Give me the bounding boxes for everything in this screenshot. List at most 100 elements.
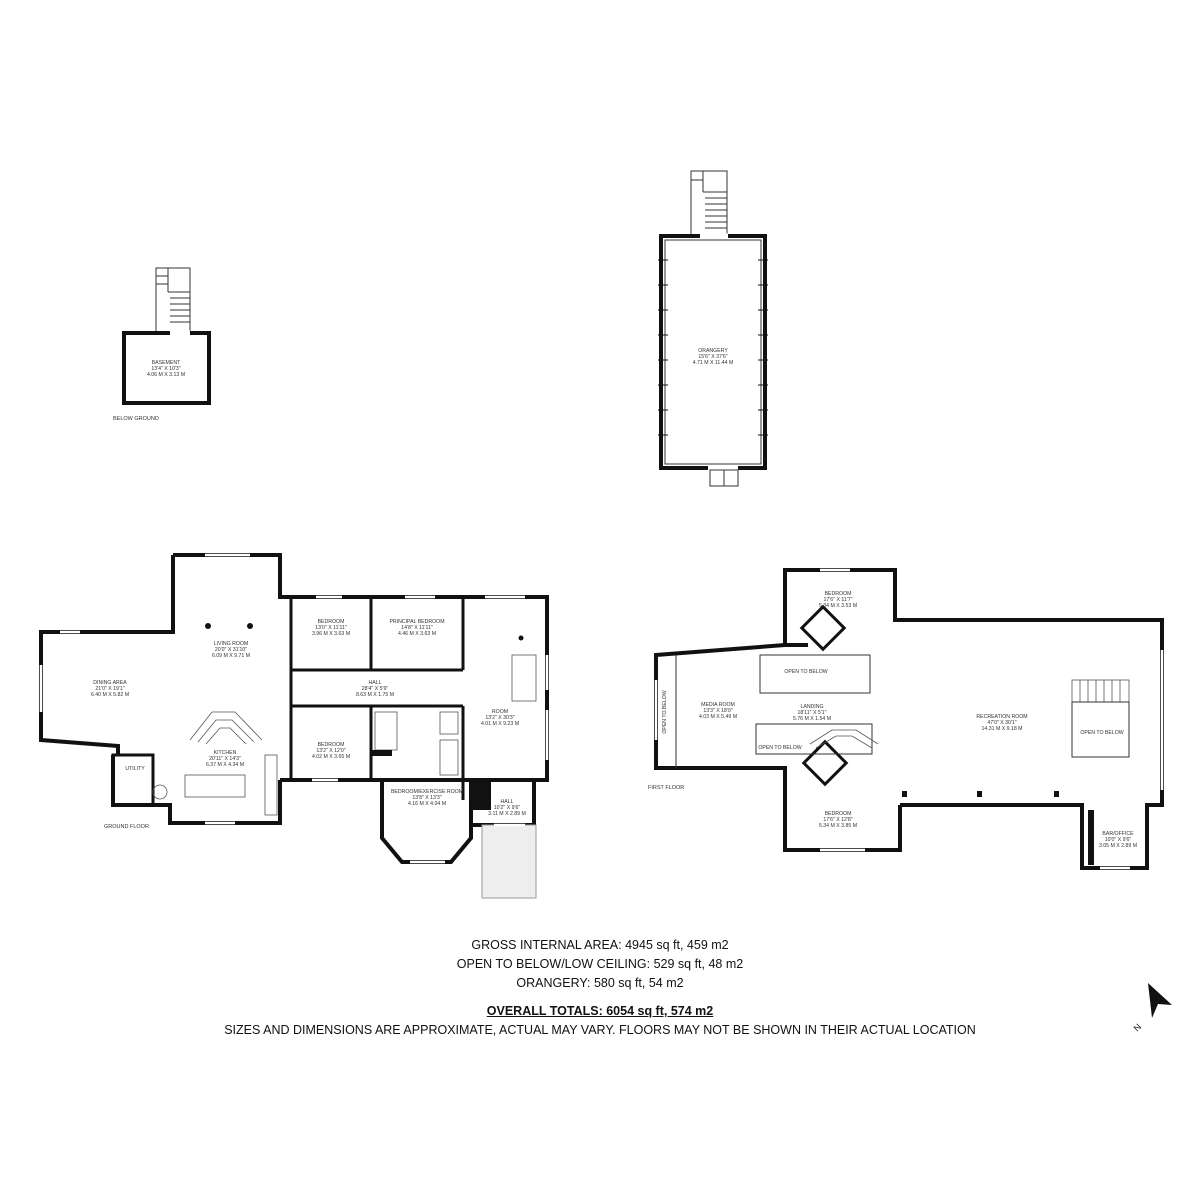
ff-bedroom-2-metric: 5.34 M X 3.85 M	[819, 823, 857, 829]
svg-text:4.16 M X 4.04 M: 4.16 M X 4.04 M	[408, 801, 446, 807]
kitchen-name: KITCHEN	[214, 750, 237, 756]
dining-area-imperial: 21'0" X 19'1"	[95, 686, 124, 692]
hall-2-metric: 3.11 M X 2.89 M	[488, 811, 526, 817]
bath-icon	[374, 711, 398, 751]
svg-text:BEDROOM: BEDROOM	[825, 811, 852, 817]
svg-text:3.96 M X 3.63 M: 3.96 M X 3.63 M	[312, 631, 350, 637]
svg-text:17'6" X 11'7": 17'6" X 11'7"	[824, 597, 853, 603]
svg-text:HALL: HALL	[501, 799, 514, 805]
svg-text:KITCHEN: KITCHEN	[214, 750, 237, 756]
compass-label: N	[1132, 1022, 1144, 1034]
svg-text:18'11" X 5'1": 18'11" X 5'1"	[798, 710, 827, 716]
svg-text:8.63 M X 1.75 M: 8.63 M X 1.75 M	[356, 692, 394, 698]
room-metric: 4.01 M X 9.23 M	[481, 721, 519, 727]
hall-imperial: 28'4" X 5'9"	[362, 686, 389, 692]
hall-metric: 8.63 M X 1.75 M	[356, 692, 394, 698]
orangery-metric: 4.71 M X 11.44 M	[693, 360, 734, 366]
svg-text:20'11" X 14'3": 20'11" X 14'3"	[209, 756, 241, 762]
svg-text:13'4" X 10'3": 13'4" X 10'3"	[151, 366, 180, 372]
svg-text:6.09 M X 9.71 M: 6.09 M X 9.71 M	[212, 653, 250, 659]
bar-office-imperial: 10'0" X 9'6"	[1105, 837, 1132, 843]
open-to-below-3: OPEN TO BELOW	[1080, 730, 1123, 736]
svg-text:OPEN TO BELOW: OPEN TO BELOW	[784, 669, 827, 675]
room-name: ROOM	[492, 709, 508, 715]
svg-text:3.11 M X 2.89 M: 3.11 M X 2.89 M	[488, 811, 526, 817]
bedroom-1-name: BEDROOM	[318, 619, 345, 625]
svg-text:LIVING ROOM: LIVING ROOM	[214, 641, 249, 647]
svg-text:4.02 M X 3.65 M: 4.02 M X 3.65 M	[312, 754, 350, 760]
bath-octagon-upper	[799, 604, 847, 652]
orangery-imperial: 15'6" X 37'6"	[698, 354, 727, 360]
bath-octagon-lower	[801, 739, 849, 787]
recreation-room-name: RECREATION ROOM	[976, 714, 1027, 720]
gross-internal-area: GROSS INTERNAL AREA: 4945 sq ft, 459 m2	[471, 938, 729, 952]
basement-metric: 4.06 M X 3.13 M	[147, 372, 185, 378]
ff-bedroom-1-imperial: 17'6" X 11'7"	[824, 597, 853, 603]
open-to-below-area: OPEN TO BELOW/LOW CEILING: 529 sq ft, 48…	[456, 957, 744, 971]
svg-text:5.34 M X 3.85 M: 5.34 M X 3.85 M	[819, 823, 857, 829]
svg-text:FIRST FLOOR: FIRST FLOOR	[648, 785, 684, 791]
bedroom-exercise-imperial: 13'8" X 13'3"	[412, 795, 441, 801]
svg-text:15'6" X 37'6": 15'6" X 37'6"	[698, 354, 727, 360]
svg-text:PRINCIPAL BEDROOM: PRINCIPAL BEDROOM	[389, 619, 444, 625]
svg-text:ROOM: ROOM	[492, 709, 508, 715]
svg-text:21'0" X 19'1": 21'0" X 19'1"	[95, 686, 124, 692]
basement-name: BASEMENT	[152, 360, 181, 366]
svg-text:LANDING: LANDING	[800, 704, 823, 710]
media-room-metric: 4.03 M X 5.49 M	[699, 714, 737, 720]
svg-text:BEDROOM: BEDROOM	[318, 619, 345, 625]
svg-text:10'0" X 9'6": 10'0" X 9'6"	[1105, 837, 1132, 843]
svg-text:4.03 M X 5.49 M: 4.03 M X 5.49 M	[699, 714, 737, 720]
basement-stairs	[155, 267, 191, 333]
basement-plan: BASEMENT 13'4" X 10'3" 4.06 M X 3.13 M B…	[113, 267, 211, 422]
bedroom-2-imperial: 13'2" X 12'0"	[316, 748, 345, 754]
svg-text:N: N	[1132, 1022, 1144, 1034]
recreation-room-metric: 14.31 M X 9.18 M	[982, 726, 1023, 732]
open-to-below-2: OPEN TO BELOW	[758, 745, 801, 751]
hall-2-imperial: 10'2" X 9'6"	[494, 805, 521, 811]
svg-text:20'0" X 31'10": 20'0" X 31'10"	[215, 647, 247, 653]
svg-text:BAR/OFFICE: BAR/OFFICE	[1102, 831, 1134, 837]
sink-icon	[152, 784, 168, 800]
kitchen-imperial: 20'11" X 14'3"	[209, 756, 241, 762]
svg-text:GROUND FLOOR: GROUND FLOOR	[104, 824, 149, 830]
principal-bedroom-imperial: 14'8" X 11'11"	[401, 625, 433, 631]
svg-text:RECREATION ROOM: RECREATION ROOM	[976, 714, 1027, 720]
svg-text:13'8" X 13'3": 13'8" X 13'3"	[412, 795, 441, 801]
bedroom-1-imperial: 13'0" X 11'11"	[315, 625, 347, 631]
svg-text:4.06 M X 3.13 M: 4.06 M X 3.13 M	[147, 372, 185, 378]
disclaimer: SIZES AND DIMENSIONS ARE APPROXIMATE, AC…	[224, 1023, 976, 1037]
bar-office-metric: 3.05 M X 2.89 M	[1099, 843, 1137, 849]
area-summary: GROSS INTERNAL AREA: 4945 sq ft, 459 m2 …	[0, 936, 1200, 1040]
svg-text:13'2" X 12'0": 13'2" X 12'0"	[316, 748, 345, 754]
svg-text:BASEMENT: BASEMENT	[152, 360, 181, 366]
dining-area-metric: 6.40 M X 5.82 M	[91, 692, 129, 698]
dining-area-name: DINING AREA	[93, 680, 127, 686]
svg-text:28'4" X 5'9": 28'4" X 5'9"	[362, 686, 389, 692]
ground-floor-label: GROUND FLOOR	[104, 824, 149, 830]
svg-text:HALL: HALL	[369, 680, 382, 686]
svg-text:4.46 M X 3.63 M: 4.46 M X 3.63 M	[398, 631, 436, 637]
orangery-name: ORANGERY	[698, 348, 728, 354]
media-room-imperial: 13'3" X 18'0"	[703, 708, 732, 714]
overall-totals: OVERALL TOTALS: 6054 sq ft, 574 m2	[486, 1004, 714, 1018]
room-imperial: 13'2" X 30'3"	[485, 715, 514, 721]
svg-text:6.40 M X 5.82 M: 6.40 M X 5.82 M	[91, 692, 129, 698]
svg-text:BEDROOM: BEDROOM	[825, 591, 852, 597]
open-to-below-1: OPEN TO BELOW	[784, 669, 827, 675]
living-room-metric: 6.09 M X 9.71 M	[212, 653, 250, 659]
svg-text:6.37 M X 4.34 M: 6.37 M X 4.34 M	[206, 762, 244, 768]
ff-bedroom-1-metric: 5.34 M X 3.53 M	[819, 603, 857, 609]
ground-stairs	[189, 711, 263, 745]
living-room-name: LIVING ROOM	[214, 641, 249, 647]
ff-bedroom-2-imperial: 17'6" X 12'8"	[823, 817, 852, 823]
open-to-below-4: OPEN TO BELOW	[662, 690, 668, 733]
svg-text:10'2" X 9'6": 10'2" X 9'6"	[494, 805, 521, 811]
hall-2-name: HALL	[501, 799, 514, 805]
svg-text:UTILITY: UTILITY	[125, 766, 145, 772]
orangery-area: ORANGERY: 580 sq ft, 54 m2	[516, 976, 684, 990]
orangery-stairs	[690, 170, 728, 236]
ff-bedroom-1-name: BEDROOM	[825, 591, 852, 597]
bedroom-2-metric: 4.02 M X 3.65 M	[312, 754, 350, 760]
